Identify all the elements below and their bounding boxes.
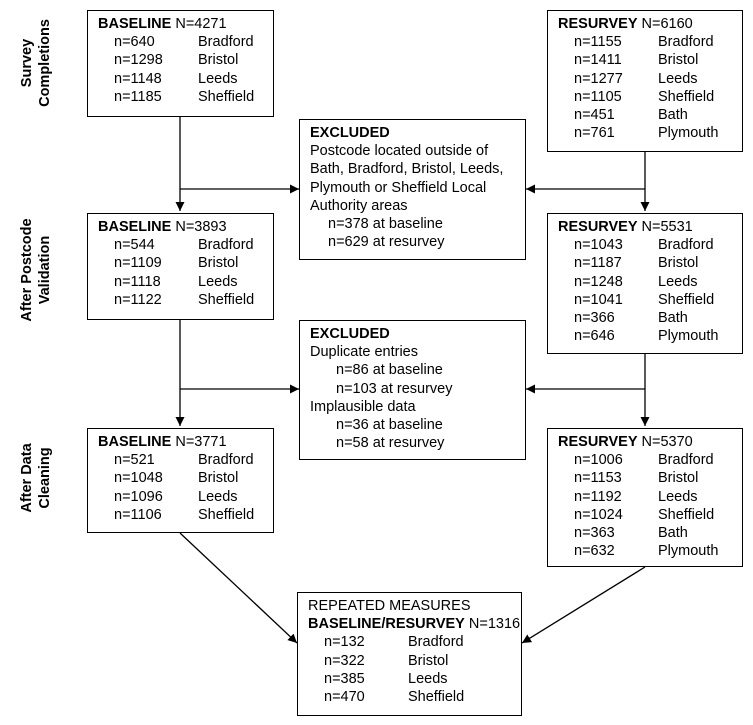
duplicate-resurvey-count: n=103 at resurvey	[336, 380, 453, 397]
exclusion-reason-line: Plymouth or Sheffield Local	[310, 179, 487, 196]
box-header: BASELINE/RESURVEY N=1316	[308, 616, 521, 633]
box-header: BASELINE N=4271	[98, 16, 227, 32]
excluded-baseline-count: n=378 at baseline	[328, 216, 443, 233]
box-header: BASELINE N=3771	[98, 434, 227, 450]
implausible-data-label: Implausible data	[310, 398, 416, 415]
excluded-resurvey-count: n=629 at resurvey	[328, 234, 445, 251]
duplicate-baseline-count: n=86 at baseline	[336, 362, 443, 379]
box-header: RESURVEY N=5370	[558, 434, 693, 450]
excluded-postcode-box: EXCLUDED Postcode located outside of Bat…	[299, 119, 526, 260]
repeated-measures-box: REPEATED MEASURES BASELINE/RESURVEY N=13…	[297, 592, 522, 716]
box-header: BASELINE N=3893	[98, 219, 227, 235]
exclusion-reason-line: Postcode located outside of	[310, 143, 489, 160]
implausible-resurvey-count: n=58 at resurvey	[336, 435, 445, 452]
repeated-measures-heading: REPEATED MEASURES	[308, 598, 471, 614]
implausible-baseline-count: n=36 at baseline	[336, 417, 443, 434]
stage-label-survey-completions: Survey Completions	[19, 19, 53, 107]
exclusion-reason-line: Authority areas	[310, 197, 408, 214]
arrow-resurvey-cleaned-to-repeated	[521, 566, 646, 644]
excluded-title: EXCLUDED	[310, 125, 390, 141]
stage-label-after-data-cleaning: After Data Cleaning	[19, 443, 53, 513]
exclusion-reason-line: Bath, Bradford, Bristol, Leeds,	[310, 161, 504, 178]
excluded-title: EXCLUDED	[310, 326, 390, 342]
arrow-baseline-cleaned-to-repeated	[179, 532, 298, 644]
excluded-cleaning-box: EXCLUDED Duplicate entries n=86 at basel…	[299, 320, 526, 460]
box-header: RESURVEY N=5531	[558, 219, 693, 235]
duplicate-entries-label: Duplicate entries	[310, 344, 418, 361]
stage-label-after-postcode-validation: After Postcode Validation	[19, 218, 53, 322]
box-header: RESURVEY N=6160	[558, 16, 693, 32]
